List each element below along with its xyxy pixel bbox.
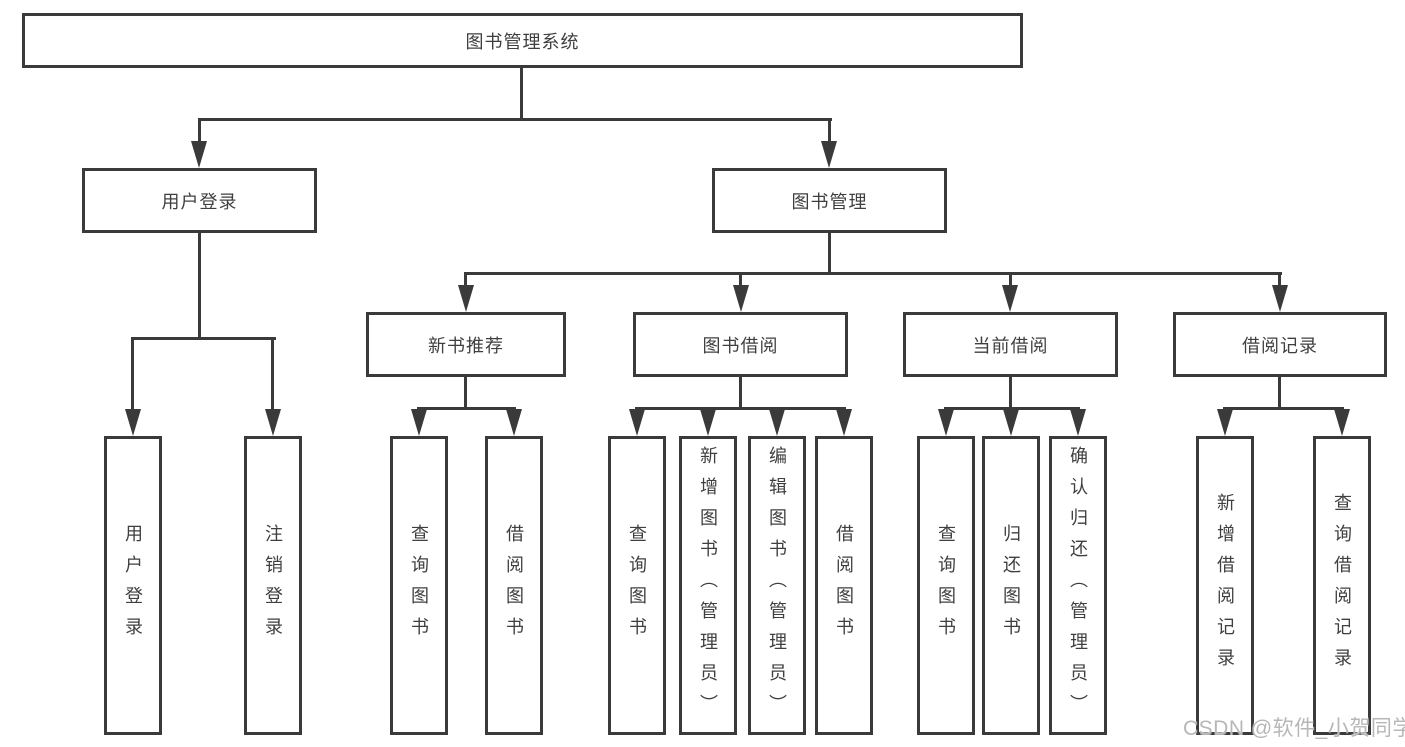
- connector-line: [1223, 407, 1344, 410]
- node-leaf-confirm-return-admin: 确认归还（管理员）: [1049, 436, 1107, 735]
- node-new-book-recommend: 新书推荐: [366, 312, 566, 377]
- connector-line: [739, 377, 742, 407]
- node-label: 图书借阅: [702, 335, 779, 356]
- node-current-borrowing: 当前借阅: [903, 312, 1118, 377]
- node-leaf-add-borrow-record: 新增借阅记录: [1196, 436, 1254, 735]
- arrow-down-icon: [125, 409, 141, 436]
- node-leaf-query-borrow-record: 查询借阅记录: [1313, 436, 1371, 735]
- connector-line: [520, 68, 523, 118]
- connector-line: [271, 337, 274, 410]
- node-label: 查询图书: [627, 523, 647, 648]
- arrow-down-icon: [1002, 285, 1018, 312]
- node-library-system: 图书管理系统: [22, 13, 1023, 68]
- node-leaf-query-books-3: 查询图书: [917, 436, 975, 735]
- connector-line: [944, 407, 1080, 410]
- node-label: 借阅图书: [834, 523, 854, 648]
- node-book-borrowing: 图书借阅: [633, 312, 848, 377]
- node-leaf-return-books: 归还图书: [982, 436, 1040, 735]
- arrow-down-icon: [411, 409, 427, 436]
- node-label: 借阅图书: [504, 523, 524, 648]
- connector-line: [198, 118, 832, 121]
- connector-line: [828, 233, 831, 272]
- connector-line: [464, 272, 467, 286]
- arrow-down-icon: [1272, 285, 1288, 312]
- node-label: 新增图书（管理员）: [698, 446, 718, 725]
- connector-line: [198, 233, 201, 337]
- node-book-management: 图书管理: [712, 168, 947, 233]
- connector-line: [739, 272, 742, 286]
- node-label: 用户登录: [161, 191, 238, 212]
- arrow-down-icon: [1334, 409, 1350, 436]
- connector-line: [464, 377, 467, 407]
- arrow-down-icon: [836, 409, 852, 436]
- node-leaf-borrow-books-1: 借阅图书: [485, 436, 543, 735]
- node-label: 确认归还（管理员）: [1068, 446, 1088, 725]
- node-user-login: 用户登录: [82, 168, 317, 233]
- connector-line: [198, 118, 201, 144]
- connector-line: [828, 118, 831, 144]
- connector-line: [1278, 272, 1281, 286]
- watermark: CSDN @软件_小贺同学: [1183, 717, 1405, 740]
- node-label: 查询图书: [936, 523, 956, 648]
- node-label: 借阅记录: [1242, 335, 1318, 356]
- node-label: 查询图书: [409, 523, 429, 648]
- arrow-down-icon: [821, 141, 837, 168]
- node-label: 查询借阅记录: [1332, 492, 1352, 679]
- node-leaf-query-books-1: 查询图书: [390, 436, 448, 735]
- node-label: 归还图书: [1001, 523, 1021, 648]
- connector-line: [464, 272, 1282, 275]
- arrow-down-icon: [733, 285, 749, 312]
- arrow-down-icon: [938, 409, 954, 436]
- node-leaf-user-login: 用户登录: [104, 436, 162, 735]
- node-label: 用户登录: [123, 523, 143, 648]
- arrow-down-icon: [191, 141, 207, 168]
- node-label: 编辑图书（管理员）: [767, 446, 787, 725]
- connector-line: [131, 337, 134, 410]
- arrow-down-icon: [1003, 409, 1019, 436]
- node-label: 注销登录: [263, 523, 283, 648]
- connector-line: [1278, 377, 1281, 407]
- arrow-down-icon: [769, 409, 785, 436]
- arrow-down-icon: [265, 409, 281, 436]
- node-leaf-query-books-2: 查询图书: [608, 436, 666, 735]
- node-label: 新书推荐: [428, 335, 504, 356]
- arrow-down-icon: [506, 409, 522, 436]
- arrow-down-icon: [1070, 409, 1086, 436]
- arrow-down-icon: [700, 409, 716, 436]
- node-label: 图书管理系统: [465, 31, 580, 52]
- node-label: 图书管理: [791, 191, 868, 212]
- node-leaf-edit-books-admin: 编辑图书（管理员）: [748, 436, 806, 735]
- connector-line: [131, 337, 276, 340]
- connector-line: [417, 407, 516, 410]
- node-label: 当前借阅: [972, 335, 1049, 356]
- connector-line: [635, 407, 846, 410]
- node-leaf-borrow-books-2: 借阅图书: [815, 436, 873, 735]
- connector-line: [1009, 272, 1012, 286]
- arrow-down-icon: [1217, 409, 1233, 436]
- node-borrowing-records: 借阅记录: [1173, 312, 1387, 377]
- node-leaf-logout: 注销登录: [244, 436, 302, 735]
- arrow-down-icon: [458, 285, 474, 312]
- node-leaf-add-books-admin: 新增图书（管理员）: [679, 436, 737, 735]
- node-label: 新增借阅记录: [1215, 492, 1235, 679]
- arrow-down-icon: [629, 409, 645, 436]
- connector-line: [1009, 377, 1012, 407]
